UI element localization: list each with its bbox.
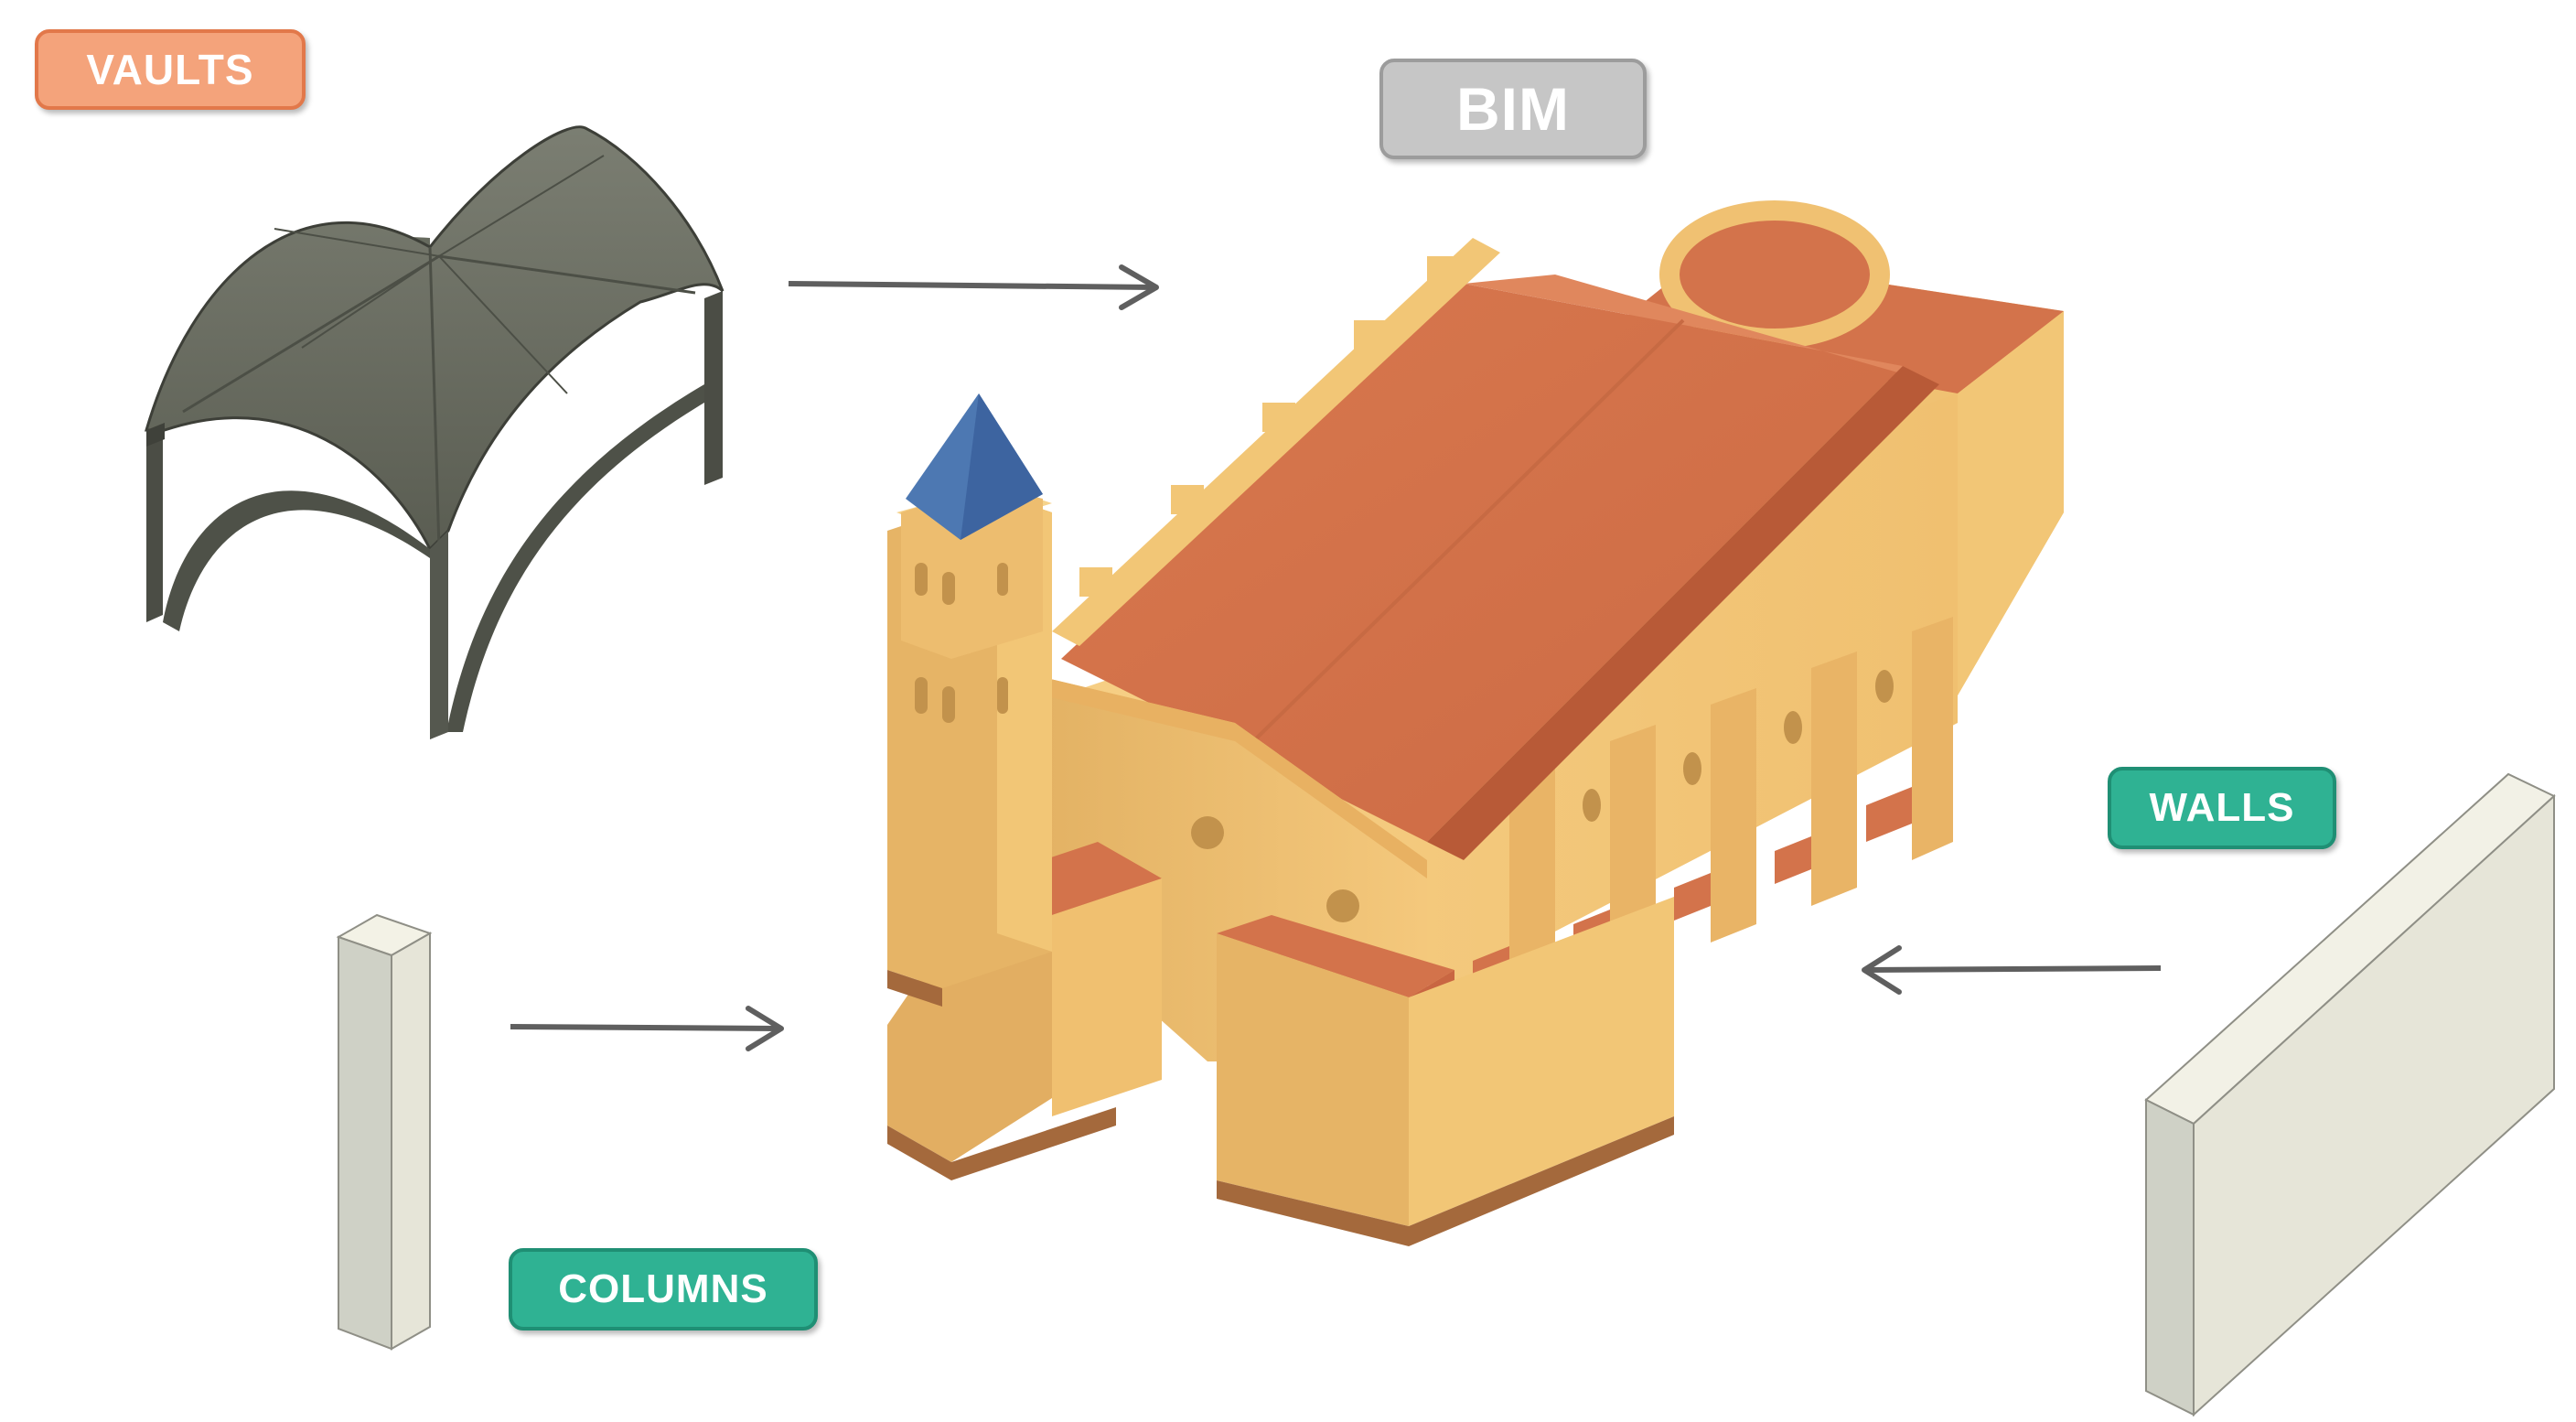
vault-model-icon — [144, 125, 724, 739]
arrow-vaults-to-bim — [788, 264, 1159, 310]
bim-label: BIM — [1379, 59, 1647, 159]
column-model-icon — [336, 913, 433, 1351]
wall-model-icon — [2144, 772, 2556, 1417]
walls-label: WALLS — [2108, 767, 2336, 849]
columns-label: COLUMNS — [509, 1248, 818, 1330]
arrow-walls-to-bim — [1862, 945, 2162, 995]
arrow-columns-to-bim — [510, 1006, 784, 1051]
church-bim-model-icon — [887, 200, 2064, 1246]
vaults-label: VAULTS — [35, 29, 306, 110]
